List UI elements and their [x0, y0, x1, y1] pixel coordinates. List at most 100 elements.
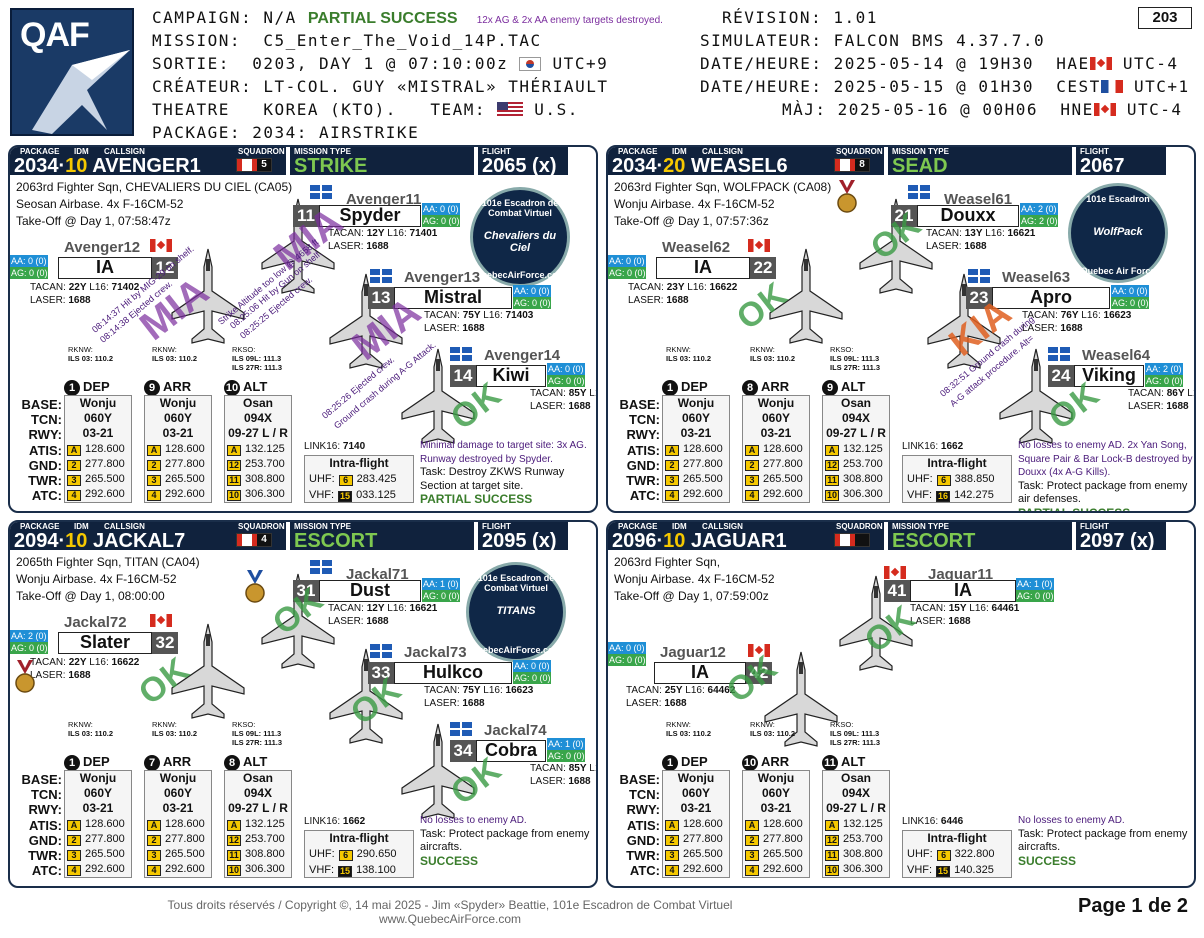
pilot-callsign: Jackal74: [484, 722, 547, 739]
task-text: Destroy ZKWS Runway Section at target si…: [420, 466, 565, 492]
ag-kills: AG: 0 (0): [547, 750, 585, 762]
jet-icon: [838, 574, 914, 679]
mission-result: SUCCESS: [1018, 853, 1077, 868]
airbase-labels: BASE:TCN:RWY:ATIS:GND:TWR:ATC:: [21, 397, 62, 504]
flight-callsign: AVENGER1: [92, 155, 201, 177]
tab-caption: SQUADRON: [238, 147, 285, 156]
emblem-text: WolfPack: [1093, 226, 1143, 238]
emblem-text: 101e Escadron: [1086, 194, 1150, 204]
task-text: Protect package from enemy air defenses.: [1018, 479, 1188, 506]
tab-caption: SQUADRON: [836, 147, 883, 156]
ag-kills: AG: 0 (0): [10, 267, 48, 279]
flag-us-icon: [497, 102, 524, 117]
pilot-flag-icon: [370, 644, 392, 658]
jet-icon: [328, 647, 404, 752]
aa-kills: AA: 1 (0): [547, 738, 585, 750]
info-line: Take-Off @ Day 1, 07:58:47z: [16, 214, 171, 228]
aa-kills: AA: 0 (0): [608, 255, 646, 267]
flight-id: 2096·10 JAGUAR1: [612, 530, 787, 552]
pilot-callsign: Jackal71: [346, 566, 409, 583]
pilot-flag-icon: [310, 185, 332, 199]
pilot-flag-icon: [310, 560, 332, 574]
mission-type: ESCORT: [294, 530, 378, 552]
channel-number-icon: 10: [742, 755, 758, 771]
aa-kills: AA: 0 (0): [10, 255, 48, 267]
site-link[interactable]: www.QuebecAirForce.com: [378, 912, 522, 926]
info-line: Seosan Airbase. 4x F-16CM-52: [16, 197, 184, 211]
pilot-tacan: TACAN: 86Y L16: 16624LASER: 1688: [1128, 388, 1194, 412]
flight-info: 2063rd Fighter Sqn, WOLFPACK (CA08)Wonju…: [614, 179, 831, 230]
pilot-name: IA: [654, 662, 746, 684]
aa-kills: AA: 0 (0): [608, 642, 646, 654]
tab-caption: PACKAGE: [20, 147, 60, 156]
flight-info: 2065th Fighter Sqn, TITAN (CA04)Wonju Ai…: [16, 554, 200, 605]
flag-ca-icon: [1093, 103, 1116, 116]
info-line: Take-Off @ Day 1, 08:00:00: [16, 589, 165, 603]
pilot-name: IA: [910, 580, 1016, 602]
task-note: Minimal damage to target site: 3x AG. Ru…: [420, 440, 587, 465]
task-note: No losses to enemy AD.: [420, 815, 527, 826]
pilot-callsign: Weasel64: [1082, 347, 1151, 364]
aa-kills: AA: 2 (0): [1145, 363, 1183, 375]
ag-kills: AG: 0 (0): [513, 297, 551, 309]
emblem-text: QuebecAirForce.com: [474, 270, 566, 280]
emblem-text: QuebecAirForce.com: [470, 645, 562, 655]
task-note: No losses to enemy AD.: [1018, 815, 1125, 826]
page-indicator: Page 1 de 2: [1078, 895, 1189, 917]
ag-kills: AG: 0 (0): [422, 590, 460, 602]
ag-kills: AG: 0 (0): [1111, 297, 1149, 309]
jet-icon: [400, 347, 476, 452]
tab-caption: PACKAGE: [618, 147, 658, 156]
jet-icon: [926, 272, 1002, 377]
pilot-idm: 34: [450, 740, 476, 762]
pilot-name: IA: [656, 257, 750, 279]
datetime-2: DATE/HEURE: 2025-05-15 @ 01H30 CEST UTC+…: [700, 77, 1190, 96]
airbase-labels: BASE:TCN:RWY:ATIS:GND:TWR:ATC:: [619, 397, 660, 504]
flight-number: 2097 (x): [1080, 530, 1155, 552]
channel-number-icon: 10: [224, 380, 240, 396]
pilot-idm: 33: [368, 662, 394, 684]
flight-id: 2034·10 AVENGER1: [14, 155, 201, 177]
pilot-idm: 24: [1048, 365, 1074, 387]
channel-number-icon: 1: [64, 755, 80, 771]
flag-fr-icon: [1100, 80, 1123, 93]
idm-number: 10: [65, 155, 88, 177]
emblem-text: 101e Escadron de Combat Virtuel: [481, 198, 559, 218]
mission-result: SUCCESS: [420, 853, 479, 868]
aa-kills: AA: 0 (0): [547, 363, 585, 375]
pilot-callsign: Jaguar11: [928, 566, 994, 583]
pilot-idm: 21: [891, 205, 917, 227]
medal-icon: [836, 180, 858, 214]
mission-type: SEAD: [892, 155, 948, 177]
package-number: 2034: [14, 155, 59, 177]
link16: LINK16: 1662: [304, 816, 366, 827]
tab-caption: CALLSIGN: [702, 147, 743, 156]
ag-kills: AG: 0 (0): [1016, 590, 1054, 602]
squadron-flag-icon: [834, 533, 870, 547]
mission-line: MISSION: C5_Enter_The_Void_14P.TAC: [152, 31, 542, 50]
pilot-name: Slater: [58, 632, 152, 654]
aa-kills: AA: 1 (0): [422, 578, 460, 590]
info-line: Wonju Airbase. 4x F-16CM-52: [16, 572, 177, 586]
tab-caption: IDM: [74, 147, 89, 156]
